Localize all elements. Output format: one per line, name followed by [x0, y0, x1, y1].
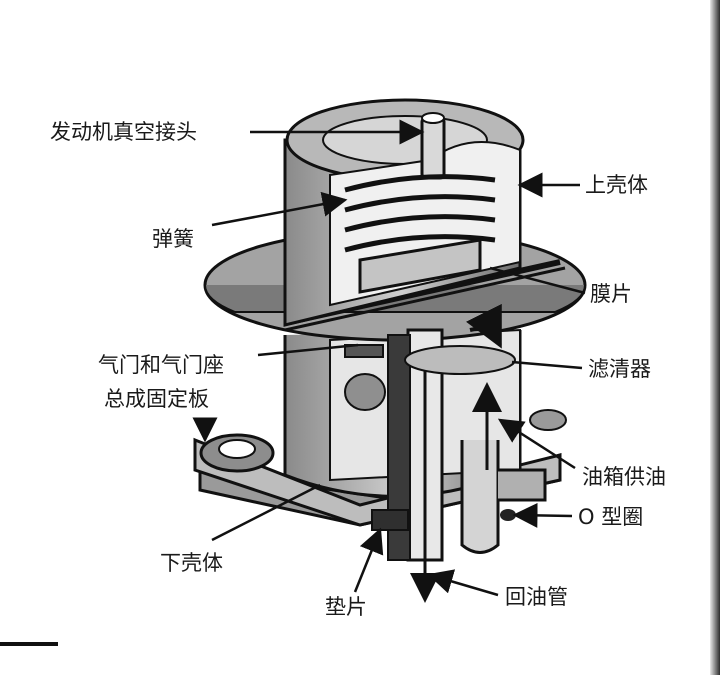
page-edge-shadow [710, 0, 720, 675]
label-diaphragm: 膜片 [590, 282, 632, 306]
label-valve-plate-line2: 总成固定板 [104, 387, 209, 411]
o-ring-part [500, 509, 516, 521]
spring-coils [344, 174, 496, 253]
gasket-part [371, 509, 409, 531]
label-upper-housing: 上壳体 [585, 173, 648, 197]
label-spring: 弹簧 [152, 227, 194, 251]
label-lower-housing: 下壳体 [160, 551, 223, 575]
label-o-ring: O 型圈 [578, 505, 644, 529]
label-filter: 滤清器 [588, 357, 651, 381]
label-engine-vacuum-connector: 发动机真空接头 [50, 120, 197, 144]
vacuum-connector [420, 112, 446, 180]
leader-lines [192, 119, 586, 597]
label-valve-plate-line1: 气门和气门座 [98, 353, 224, 377]
valve-assembly [344, 344, 386, 411]
filter-screen [404, 345, 516, 375]
label-gasket: 垫片 [325, 595, 367, 619]
label-return-pipe: 回油管 [505, 585, 568, 609]
supply-pipe [460, 303, 567, 554]
diaphragm-plate [358, 238, 482, 294]
corner-rule [0, 642, 58, 646]
label-tank-supply: 油箱供油 [582, 465, 666, 489]
